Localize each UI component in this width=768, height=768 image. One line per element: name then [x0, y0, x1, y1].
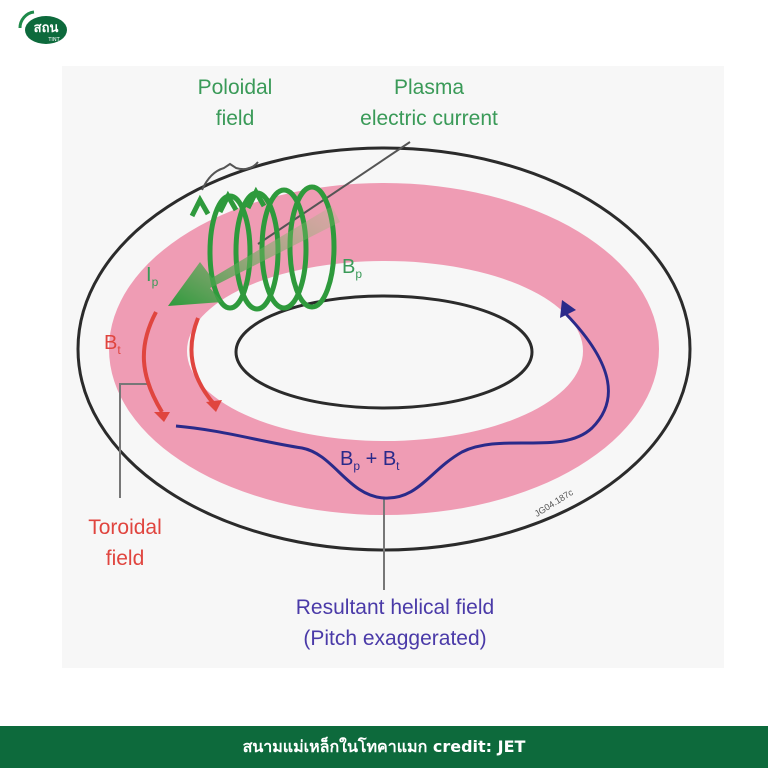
sum-b2-sub: t — [396, 459, 400, 473]
bt-subscript: t — [117, 343, 121, 357]
ip-label: Ip — [146, 260, 158, 298]
helical-field-line — [175, 312, 610, 500]
bp-subscript: p — [355, 267, 363, 281]
bt-symbol: B — [104, 332, 118, 354]
plasma-pointer-line — [257, 141, 411, 245]
sum-plus: + — [360, 448, 383, 470]
toroidal-pointer-line — [119, 383, 150, 498]
bp-symbol: B — [342, 256, 356, 278]
tokamak-diagram: Poloidal field Plasma electric current I… — [62, 66, 724, 668]
sum-b2: B — [382, 448, 397, 470]
toroidal-field-arrows — [141, 311, 216, 414]
ip-subscript: p — [151, 275, 159, 289]
sum-b1: B — [340, 448, 354, 470]
logo-main-text: สถน — [34, 21, 59, 36]
logo-sub-text: TINT — [47, 37, 60, 43]
ip-symbol: I — [146, 264, 152, 286]
toroidal-field-label: Toroidal field — [88, 516, 162, 570]
caption-bar: สนามแม่เหล็กในโทคาแมก credit: JET — [0, 726, 768, 768]
bp-plus-bt-label: Bp + Bt — [340, 444, 400, 482]
tint-logo: สถน TINT — [14, 8, 76, 48]
toroidal-arrowheads — [154, 400, 222, 422]
bp-label: Bp — [342, 252, 362, 290]
helical-arrowhead — [560, 300, 576, 318]
bt-label: Bt — [104, 328, 121, 366]
tokamak-illustration — [76, 141, 692, 590]
torus-inner-hole — [234, 294, 534, 410]
caption-text: สนามแม่เหล็กในโทคาแมก credit: JET — [242, 736, 526, 756]
poloidal-field-label: Poloidal field — [197, 76, 273, 130]
poloidal-bracket — [201, 161, 259, 191]
resultant-helical-label: Resultant helical field (Pitch exaggerat… — [295, 596, 495, 650]
sum-b1-sub: p — [353, 459, 361, 473]
plasma-current-arrow — [168, 206, 340, 306]
plasma-current-label: Plasma electric current — [360, 76, 498, 130]
